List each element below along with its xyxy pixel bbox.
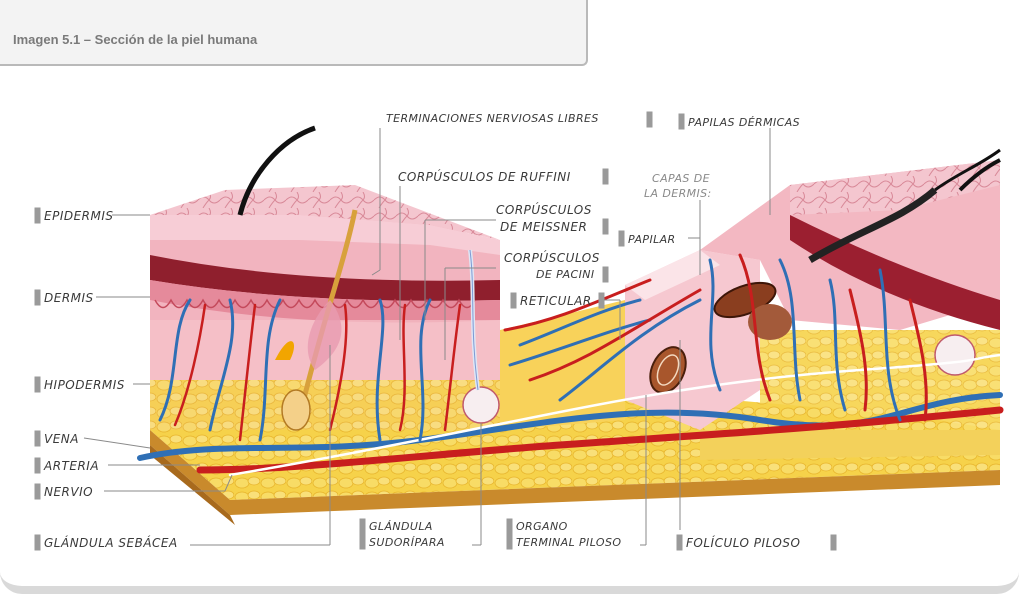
label-glandula-sebacea: GLÁNDULA SEBÁCEA (44, 535, 178, 550)
label-vena: VENA (44, 432, 79, 446)
label-organo-terminal-2: TERMINAL PILOSO (516, 536, 621, 549)
label-pacini-1: CORPÚSCULOS (504, 250, 600, 265)
sweat-gland (463, 387, 499, 423)
label-papilar: PAPILAR (628, 233, 676, 246)
label-pacini-2: DE PACINI (536, 268, 595, 281)
sweat-gland-right (935, 335, 975, 375)
label-arteria: ARTERIA (43, 459, 99, 473)
label-ruffini: CORPÚSCULOS DE RUFFINI (398, 169, 571, 184)
label-foliculo-piloso: FOLÍCULO PILOSO (686, 535, 800, 550)
label-glandula-sudoripara-1: GLÁNDULA (369, 520, 433, 533)
label-terminaciones: TERMINACIONES NERVIOSAS LIBRES (386, 112, 599, 125)
label-capas-2: LA DERMIS: (644, 187, 712, 200)
label-organo-terminal-1: ORGANO (516, 520, 568, 533)
label-nervio: NERVIO (44, 485, 93, 499)
label-epidermis: EPIDERMIS (44, 209, 114, 223)
label-dermis: DERMIS (44, 291, 94, 305)
label-hipodermis: HIPODERMIS (44, 378, 125, 392)
label-meissner-2: DE MEISSNER (500, 220, 587, 234)
label-capas-1: CAPAS DE (652, 172, 710, 185)
frame-bottom-border (0, 570, 1019, 594)
label-meissner-1: CORPÚSCULOS (496, 202, 592, 217)
label-glandula-sudoripara-2: SUDORÍPARA (369, 536, 445, 549)
label-reticular: RETICULAR (520, 294, 592, 308)
label-papilas: PAPILAS DÉRMICAS (688, 116, 800, 129)
